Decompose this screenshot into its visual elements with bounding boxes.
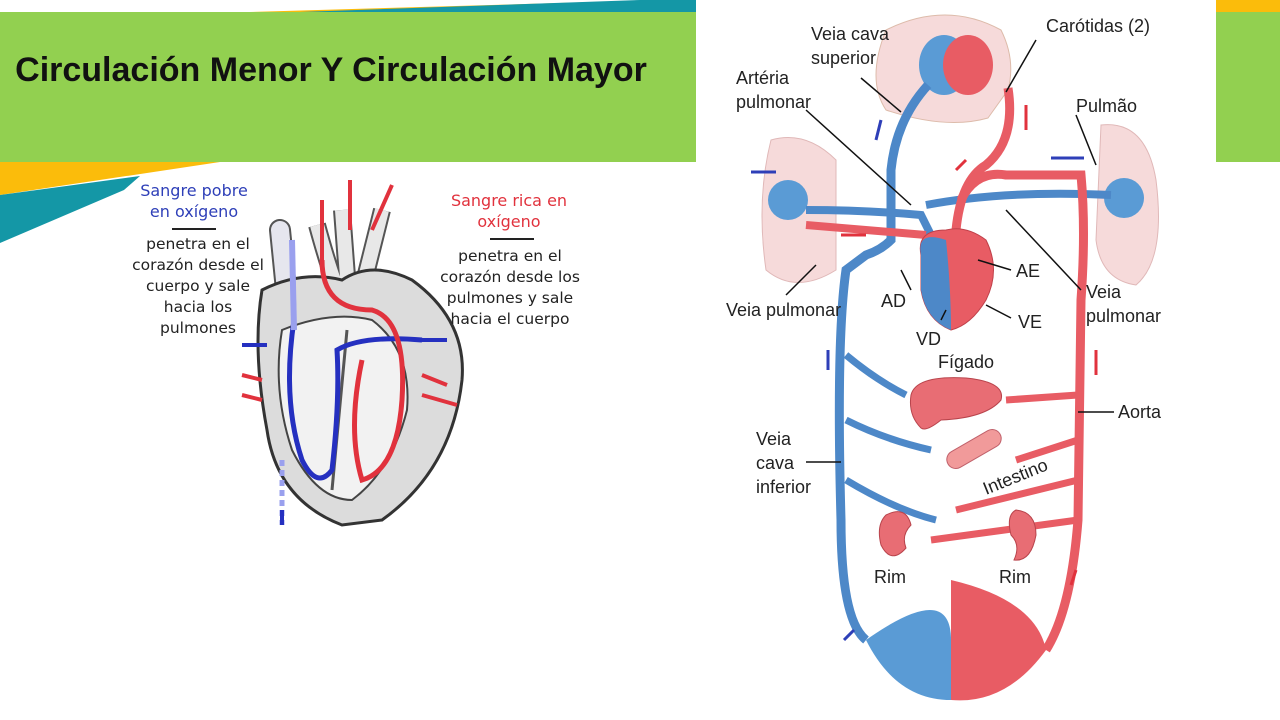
rich-oxygen-text: penetra en el corazón desde los pulmones…: [440, 247, 580, 328]
kidney-left: [878, 511, 912, 557]
label-pulmao: Pulmão: [1076, 96, 1137, 116]
label-veia-cava-superior-1: Veia cava: [811, 24, 890, 44]
rich-oxygen-heading: Sangre rica en oxígeno: [450, 191, 568, 231]
label-carotidas: Carótidas (2): [1046, 16, 1150, 36]
poor-oxygen-heading: Sangre pobre en oxígeno: [140, 181, 248, 221]
label-aorta: Aorta: [1118, 402, 1162, 422]
teal-wedge-left: [0, 176, 140, 243]
label-rim-right: Rim: [999, 567, 1031, 587]
label-veia-cava-inferior-2: cava: [756, 453, 795, 473]
label-veia-cava-inferior-1: Veia: [756, 429, 792, 449]
teal-stripe-top: [300, 0, 696, 12]
slide-title: Circulación Menor Y Circulación Mayor: [15, 51, 647, 89]
heart-figure: Sangre pobre en oxígeno penetra en el co…: [122, 170, 580, 540]
label-arteria-pulmonar-1: Artéria: [736, 68, 790, 88]
label-ae: AE: [1016, 261, 1040, 281]
label-veia-pulmonar-right-2: pulmonar: [1086, 306, 1161, 326]
gold-bar-right: [1216, 0, 1280, 12]
heart-illustration: [241, 180, 464, 527]
intestine-shape: [946, 429, 1002, 469]
circulation-diagram: Veia cava superior Carótidas (2) Artéria…: [726, 14, 1162, 701]
label-figado: Fígado: [938, 352, 994, 372]
gold-wedge-left: [0, 162, 220, 195]
poor-heading-underline: [172, 228, 216, 230]
rich-heading-underline: [490, 238, 534, 240]
title-banner: [0, 12, 696, 162]
label-veia-cava-superior-2: superior: [811, 48, 876, 68]
green-bar-right: [1216, 12, 1280, 162]
label-ve: VE: [1018, 312, 1042, 332]
label-vd: VD: [916, 329, 941, 349]
label-veia-cava-inferior-3: inferior: [756, 477, 811, 497]
label-veia-pulmonar-right-1: Veia: [1086, 282, 1122, 302]
poor-oxygen-text: penetra en el corazón desde el cuerpo y …: [132, 235, 264, 337]
label-veia-pulmonar-left: Veia pulmonar: [726, 300, 841, 320]
label-arteria-pulmonar-2: pulmonar: [736, 92, 811, 112]
label-ad: AD: [881, 291, 906, 311]
kidney-right: [1008, 509, 1037, 561]
liver-shape: [910, 377, 1003, 430]
label-rim-left: Rim: [874, 567, 906, 587]
